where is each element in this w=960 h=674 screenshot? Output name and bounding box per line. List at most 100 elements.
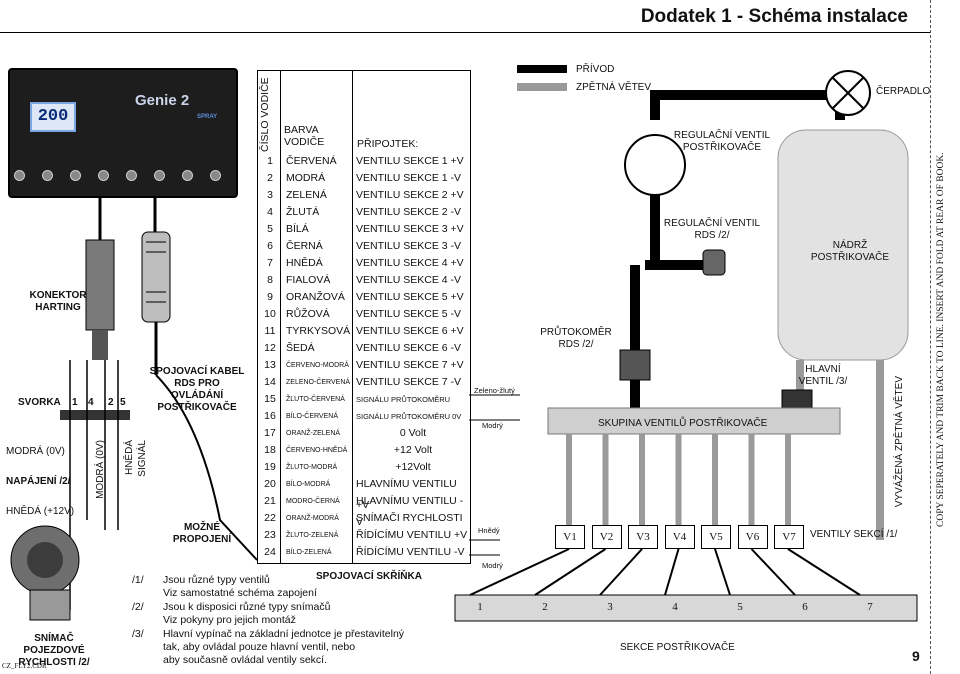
- wire-color: ŽLUTO-MODRÁ: [286, 464, 338, 471]
- harting-connector-shape: [85, 239, 115, 331]
- wire-number: 9: [267, 291, 273, 303]
- boom-section-number: 3: [607, 601, 613, 613]
- wire-color: MODRÁ: [286, 172, 326, 184]
- wire-function: HLAVNÍMU VENTILU -V: [356, 495, 464, 528]
- section-valve: V4: [664, 525, 695, 549]
- wire-number: 24: [264, 546, 276, 558]
- boom-section-number: 5: [737, 601, 743, 613]
- section-valve: V2: [591, 525, 622, 549]
- section-switch[interactable]: [14, 170, 25, 181]
- wire-function: VENTILU SEKCE 1 -V: [356, 172, 462, 184]
- boom-sections-shape: [454, 594, 918, 622]
- wire-signal-label: SIGNÁL: [137, 440, 148, 477]
- trim-instruction: COPY SEPERATELY AND TRIM BACK TO LINE. I…: [936, 152, 946, 528]
- footnote-mark: /2/: [132, 601, 144, 613]
- wire-function: SNÍMAČI RYCHLOSTI: [356, 512, 463, 524]
- wire-label: Modrý: [482, 421, 503, 430]
- wire-number: 5: [267, 223, 273, 235]
- wire-function: VENTILU SEKCE 5 +V: [356, 291, 464, 303]
- wire-number: 16: [264, 410, 276, 422]
- section-line: [534, 548, 607, 596]
- section-line: [714, 548, 731, 596]
- section-switch[interactable]: [98, 170, 109, 181]
- wire-function: +12Volt: [395, 461, 431, 473]
- section-switch[interactable]: [182, 170, 193, 181]
- blue-0v-label: MODRÁ (0V): [6, 446, 65, 457]
- return-legend-label: ZPĚTNÁ VĚTEV: [576, 82, 652, 93]
- wire-number: 22: [264, 512, 276, 524]
- section-switch[interactable]: [42, 170, 53, 181]
- round-connector-shape: [141, 231, 171, 323]
- wire-label: Zeleno-žlutý: [474, 386, 515, 395]
- wire-color: BÍLÁ: [286, 223, 309, 235]
- wire-number: 12: [264, 342, 276, 354]
- section-valve: V7: [774, 525, 804, 549]
- supply-legend-label: PŘÍVOD: [576, 64, 615, 75]
- wire-row: 4 ŽLUTÁ VENTILU SEKCE 2 -V: [258, 202, 470, 223]
- section-switch[interactable]: [210, 170, 221, 181]
- boom-sections-label: SEKCE POSTŘIKOVAČE: [620, 642, 735, 653]
- boom-section-number: 7: [867, 601, 873, 613]
- cut-line: [930, 0, 931, 674]
- section-valve: V5: [701, 525, 731, 549]
- rds-valve-label: REGULAČNÍ VENTIL RDS /2/: [663, 218, 761, 241]
- wire-number: 6: [267, 240, 273, 252]
- footnote-text: Viz samostatné schéma zapojení: [163, 587, 317, 599]
- boom-section-number: 6: [802, 601, 808, 613]
- wire-color: ORANŽ-MODRÁ: [286, 515, 339, 522]
- section-switch[interactable]: [70, 170, 81, 181]
- wire-number: 18: [264, 444, 276, 456]
- control-brand: Genie 2: [135, 92, 190, 109]
- wire-number: 14: [264, 376, 276, 388]
- wire-label: Modrý: [482, 561, 503, 570]
- wire-function: SIGNÁLU PRŮTOKOMĚRU: [356, 395, 451, 404]
- wire-function: +12 Volt: [393, 444, 433, 456]
- wire-color: ŽLUTÁ: [286, 206, 320, 218]
- section-switch[interactable]: [126, 170, 137, 181]
- footnote-text: Hlavní vypínač na základní jednotce je p…: [163, 628, 405, 640]
- wire-function: 0 Volt: [399, 427, 427, 439]
- wire-color: ČERVENÁ: [286, 155, 337, 167]
- wire-function: HLAVNÍMU VENTILU +V: [356, 478, 457, 511]
- wire-color: BÍLO-MODRÁ: [286, 481, 331, 488]
- pump-label: ČERPADLO: [876, 86, 931, 97]
- harting-connector-label: KONEKTOR HARTING: [29, 290, 87, 313]
- regulating-valve-label: REGULAČNÍ VENTIL POSTŘIKOVAČE: [673, 130, 771, 153]
- wire-number-header: ČÍSLO VODIČE: [259, 77, 271, 152]
- rds-valve-shape: [702, 249, 726, 276]
- section-valves-label: VENTILY SEKCÍ /1/: [810, 529, 898, 540]
- wire-function: VENTILU SEKCE 2 -V: [356, 206, 462, 218]
- footnote-text: aby současně ovládal ventily sekcí.: [163, 654, 328, 666]
- wire-row: 22 ORANŽ-MODRÁ SNÍMAČI RYCHLOSTI: [258, 508, 470, 529]
- section-valve: V6: [737, 525, 768, 549]
- wire-blue-label: MODRÁ (0V): [95, 440, 106, 499]
- wire-function: VENTILU SEKCE 7 +V: [356, 359, 464, 371]
- speed-sensor-label: SNÍMAČ POJEZDOVÉ RYCHLOSTI /2/: [18, 633, 90, 668]
- section-switch[interactable]: [154, 170, 165, 181]
- footnote-mark: /3/: [132, 628, 144, 640]
- wire-number: 11: [264, 325, 276, 337]
- wire-number: 17: [264, 427, 276, 439]
- wire-color: ČERNÁ: [286, 240, 323, 252]
- wire-function: VENTILU SEKCE 7 -V: [356, 376, 462, 388]
- valve-manifold-shape: [547, 407, 841, 435]
- terminal-number: 1: [72, 397, 78, 408]
- wire-number: 4: [267, 206, 273, 218]
- wire-function: VENTILU SEKCE 2 +V: [356, 189, 464, 201]
- control-display: 200: [30, 102, 76, 132]
